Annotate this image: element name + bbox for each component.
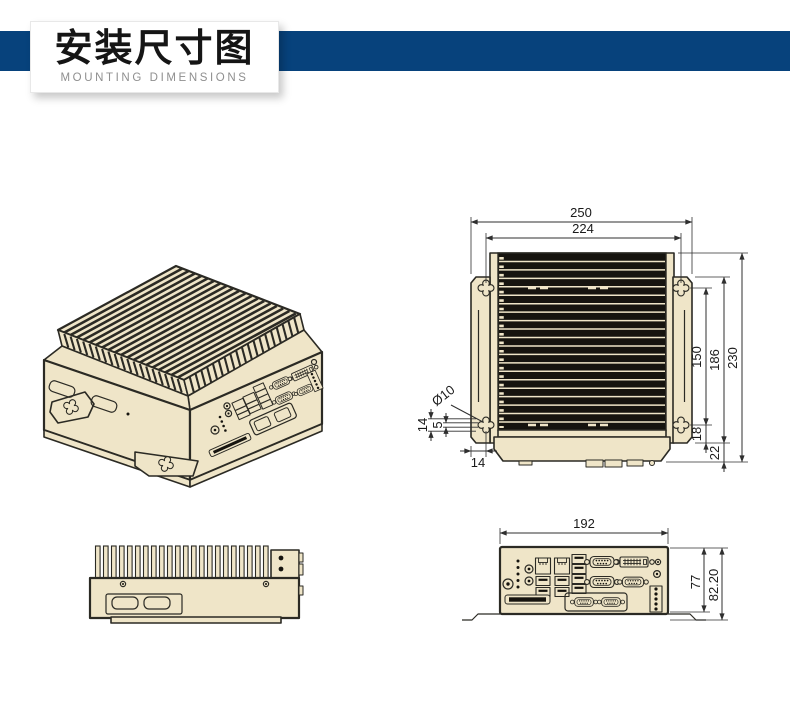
- top-front-connectors: [518, 459, 655, 468]
- rear-connector-plate: [105, 593, 183, 615]
- rear-cutout-1: [111, 596, 139, 610]
- isometric-view: [42, 264, 324, 488]
- ethernet-port-1: [534, 557, 552, 575]
- usb-port: [571, 573, 587, 585]
- dim-overall-depth: 230: [725, 347, 740, 369]
- dim-hole-diameter: Ø10: [429, 382, 458, 409]
- top-front-section: [493, 436, 671, 462]
- rear-side-block: [270, 549, 300, 579]
- iso-front-ports: [208, 358, 324, 458]
- expansion-slot: [504, 594, 551, 605]
- usb-port: [571, 563, 587, 575]
- dvi-port: [613, 556, 655, 568]
- power-terminal-block: [649, 585, 663, 613]
- usb-port: [571, 583, 587, 595]
- dim-overall-height: 82.20: [706, 569, 721, 602]
- usb-port: [554, 575, 570, 587]
- dim-hole-to-bracket-edge: 18: [689, 427, 704, 441]
- top-view-dimensions: 250 224 150 186 230: [415, 205, 748, 472]
- ethernet-port-2: [553, 557, 571, 575]
- iso-rear-cutout-1: [48, 380, 76, 398]
- mounting-bracket-right: [672, 276, 693, 444]
- iso-rear-cutout-2: [90, 395, 118, 413]
- dim-keyhole-slot-width: 5: [430, 421, 445, 428]
- rear-view: [88, 545, 304, 624]
- bottom-serial-plate: [564, 592, 628, 612]
- audio-jack-1: [524, 564, 534, 574]
- top-heatsink: [497, 252, 667, 431]
- dim-front-overhang: 22: [707, 446, 722, 460]
- iso-heatsink-fins: [63, 267, 297, 379]
- front-ports: [502, 553, 663, 613]
- power-jack: [502, 578, 514, 590]
- top-heatsink-fins: [499, 260, 665, 423]
- antenna-hole: [654, 558, 662, 566]
- remote-connector: [652, 569, 661, 578]
- title-card: 安装尺寸图 MOUNTING DIMENSIONS: [30, 21, 279, 93]
- led-indicators: [516, 559, 520, 589]
- dim-keyhole-length: 14: [415, 418, 430, 432]
- front-view: 192 77 82.20: [462, 516, 728, 621]
- dim-hole-span-depth: 150: [689, 346, 704, 368]
- audio-jack-2: [524, 576, 534, 586]
- mounting-bracket-left: [470, 276, 491, 444]
- usb-port: [535, 575, 551, 587]
- dim-overall-width: 250: [570, 205, 592, 220]
- usb-port: [571, 553, 587, 565]
- dim-hole-span-width: 224: [572, 221, 594, 236]
- usb-port: [554, 586, 570, 598]
- rear-body: [88, 576, 301, 620]
- page-title: 安装尺寸图: [54, 28, 255, 71]
- dim-panel-width: 192: [573, 516, 595, 531]
- rear-foot-bar: [110, 616, 282, 624]
- rear-heatsink-fins: [94, 545, 269, 580]
- rear-cutout-2: [143, 596, 171, 610]
- front-view-dimensions: 192 77 82.20: [499, 516, 728, 621]
- front-foot-left: [462, 613, 500, 621]
- top-view: 250 224 150 186 230: [415, 205, 748, 472]
- dim-body-height: 77: [688, 575, 703, 589]
- dim-hole-edge-inset: 14: [471, 455, 485, 470]
- page-subtitle: MOUNTING DIMENSIONS: [60, 71, 249, 84]
- dim-bracket-depth: 186: [707, 349, 722, 371]
- front-foot-right: [668, 613, 706, 621]
